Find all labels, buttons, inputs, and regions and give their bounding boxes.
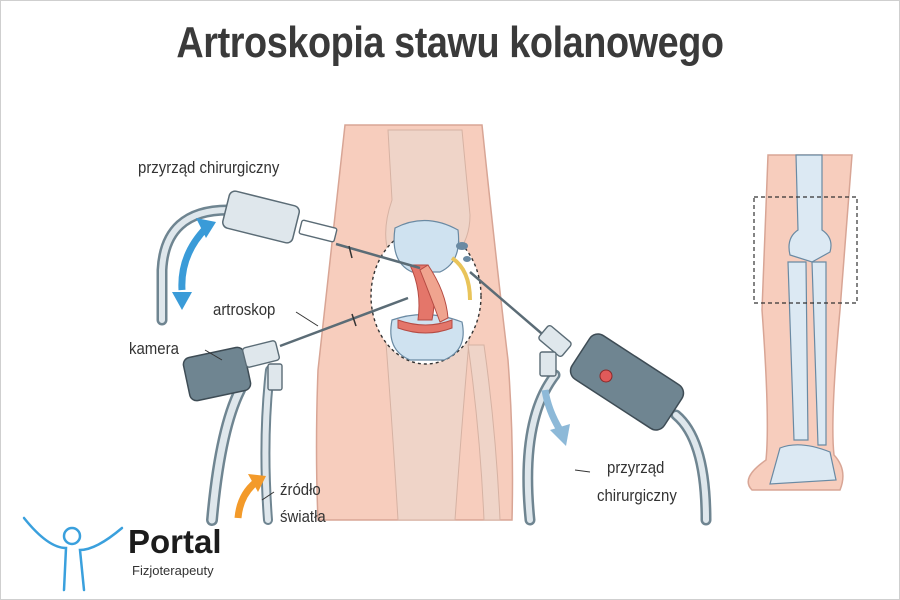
- label-light-source-line2: światła: [280, 507, 326, 526]
- cables: [156, 204, 712, 526]
- label-arthroscope: artroskop: [213, 300, 276, 319]
- surgical-instrument-top: [221, 190, 421, 270]
- label-leader-lines: [204, 311, 591, 501]
- label-instrument-right-line2: chirurgiczny: [597, 486, 677, 505]
- arthroscope-assembly: [182, 296, 409, 402]
- knee-illustration: [315, 124, 514, 521]
- label-light-source-line1: źródło: [280, 480, 321, 499]
- label-camera: kamera: [129, 339, 179, 358]
- surgical-instrument-right: [469, 271, 685, 431]
- page-title: Artroskopia stawu kolanowego: [176, 18, 724, 67]
- person-figure-icon: [22, 516, 124, 592]
- logo-subtitle: Fizjoterapeuty: [132, 563, 214, 578]
- leg-illustration: [747, 154, 858, 491]
- label-instrument-top: przyrząd chirurgiczny: [138, 158, 280, 177]
- knee-zoom-box: [753, 196, 858, 304]
- motion-arrows: [172, 218, 570, 519]
- logo-name: Portal: [128, 523, 222, 560]
- red-button-icon: [599, 369, 613, 383]
- femur-condyle: [393, 219, 460, 273]
- label-instrument-right-line1: przyrząd: [607, 458, 665, 477]
